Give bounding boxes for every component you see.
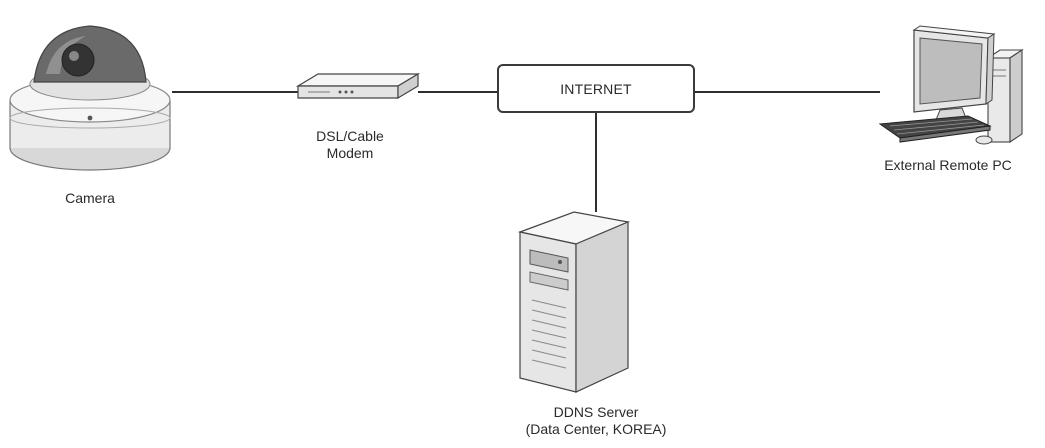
modem-label-line2: Modem [326, 145, 374, 161]
internet-node: INTERNET [497, 64, 695, 113]
ddns-server-label: DDNS Server (Data Center, KOREA) [496, 404, 696, 438]
remote-pc-label-text: External Remote PC [884, 157, 1012, 173]
internet-label: INTERNET [560, 80, 632, 97]
ddns-server-label-line1: DDNS Server [553, 404, 639, 420]
remote-pc-icon [878, 25, 1024, 145]
camera-label-text: Camera [65, 190, 115, 206]
connection-lines [172, 91, 880, 212]
modem-icon [295, 72, 421, 100]
ddns-server-label-line2: (Data Center, KOREA) [525, 421, 667, 437]
modem-label: DSL/Cable Modem [300, 128, 400, 162]
camera-label: Camera [40, 190, 140, 207]
ddns-server-icon [517, 211, 631, 393]
camera-icon [9, 25, 171, 171]
modem-label-line1: DSL/Cable [316, 128, 384, 144]
remote-pc-label: External Remote PC [868, 157, 1028, 174]
